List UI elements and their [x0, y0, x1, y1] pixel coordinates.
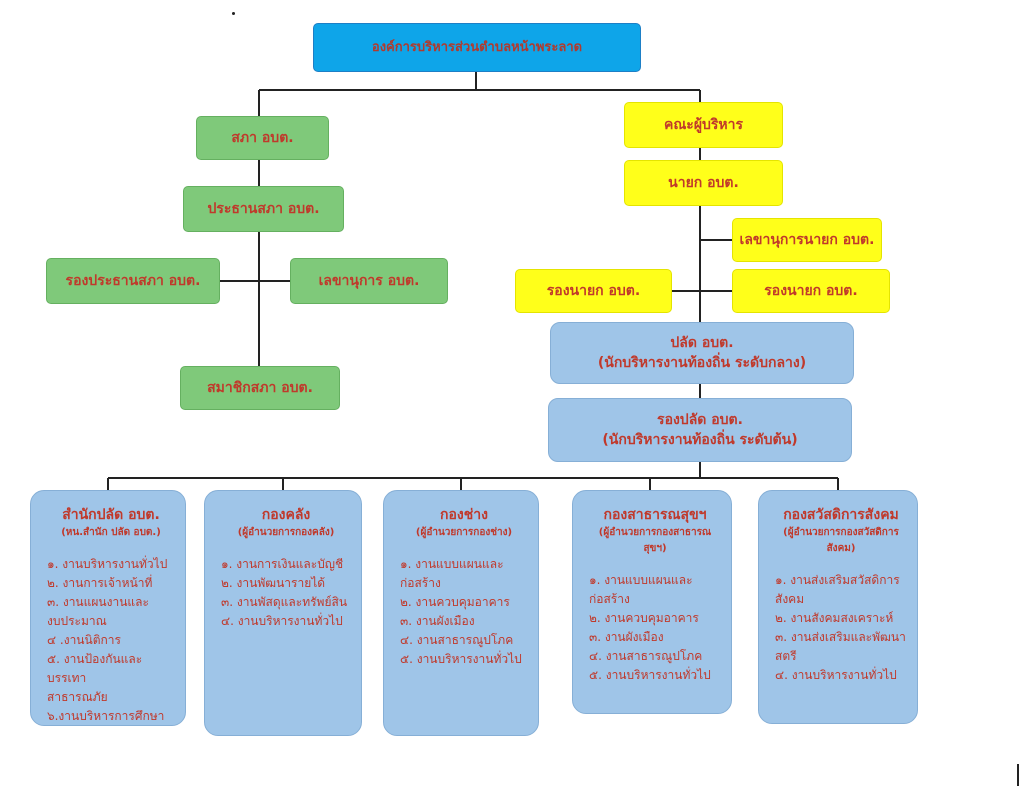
council-members-box: สมาชิกสภา อบต. — [180, 366, 340, 410]
deputy-mayor-right-box: รองนายก อบต. — [732, 269, 890, 313]
dept-item: งบประมาณ — [47, 614, 107, 628]
dept-item: ๕. งานป้องกันและบรรเทา — [47, 652, 143, 685]
dept-item: ๔. งานสาธารณูปโภค — [400, 633, 514, 647]
executive-board-label: คณะผู้บริหาร — [663, 117, 744, 133]
dept-item: ๒. งานควบคุมอาคาร — [589, 611, 699, 625]
dept-item: ๓. งานพัสดุและทรัพย์สิน — [221, 595, 348, 609]
dept-finance: กองคลัง (ผู้อำนวยการกองคลัง) ๑. งานการเง… — [204, 490, 362, 736]
rong-palat-subtitle: (นักบริหารงานท้องถิ่น ระดับต้น) — [602, 432, 798, 448]
dept-subtitle: (ผู้อำนวยการกองสาธารณสุขฯ) — [598, 527, 712, 554]
dept-title: กองช่าง — [440, 507, 488, 523]
dept-item: ๒. งานควบคุมอาคาร — [400, 595, 510, 609]
top-organization-title: องค์การบริหารส่วนตำบลหน้าพระลาด — [371, 39, 583, 55]
dept-title: สำนักปลัด อบต. — [62, 507, 160, 523]
council-secretary-box: เลขานุการ อบต. — [290, 258, 448, 304]
dept-item: ๔. งานบริหารงานทั่วไป — [775, 668, 897, 682]
council-vice-president-label: รองประธานสภา อบต. — [65, 273, 201, 289]
dept-item: สังคม — [775, 592, 805, 606]
mayor-secretary-box: เลขานุการนายก อบต. — [732, 218, 882, 262]
dept-item: ๑. งานบริหารงานทั่วไป — [47, 557, 168, 571]
deputy-mayor-left-box: รองนายก อบต. — [515, 269, 672, 313]
dept-item: ๒. งานสังคมสงเคราะห์ — [775, 611, 894, 625]
dept-public-health: กองสาธารณสุขฯ (ผู้อำนวยการกองสาธารณสุขฯ)… — [572, 490, 732, 714]
mayor-secretary-label: เลขานุการนายก อบต. — [739, 232, 875, 248]
dept-item: ๔. งานบริหารงานทั่วไป — [221, 614, 343, 628]
mayor-label: นายก อบต. — [668, 175, 739, 191]
deputy-mayor-left-label: รองนายก อบต. — [546, 283, 641, 299]
executive-board-box: คณะผู้บริหาร — [624, 102, 783, 148]
council-vice-president-box: รองประธานสภา อบต. — [46, 258, 220, 304]
dept-item: ก่อสร้าง — [589, 592, 630, 606]
dept-item: ๑. งานแบบแผนและ — [589, 573, 693, 587]
deputy-mayor-right-label: รองนายก อบต. — [764, 283, 858, 299]
dept-title: กองสาธารณสุขฯ — [603, 507, 707, 523]
dept-item: ๒. งานพัฒนารายได้ — [221, 576, 326, 590]
council-secretary-label: เลขานุการ อบต. — [318, 273, 420, 289]
dept-item: ๔ .งานนิติการ — [47, 633, 121, 647]
dept-title: กองคลัง — [261, 507, 311, 523]
council-president-label: ประธานสภา อบต. — [207, 201, 320, 217]
sapha-box: สภา อบต. — [196, 116, 329, 160]
dept-item: ๓. งานแผนงานและ — [47, 595, 149, 609]
dept-item: ๑. งานแบบแผนและ — [400, 557, 504, 571]
dept-item: ๓. งานผังเมือง — [589, 630, 664, 644]
dept-item: ๒. งานการเจ้าหน้าที่ — [47, 576, 153, 590]
dept-item: ๑. งานส่งเสริมสวัสดิการ — [775, 573, 900, 587]
sapha-label: สภา อบต. — [231, 130, 294, 146]
dept-office-of-palat: สำนักปลัด อบต. (หน.สำนัก ปลัด อบต.) ๑. ง… — [30, 490, 186, 726]
palat-title: ปลัด อบต. — [670, 335, 734, 351]
dept-item: ๓. งานผังเมือง — [400, 614, 475, 628]
dept-item: ๕. งานบริหารงานทั่วไป — [589, 668, 711, 682]
rong-palat-box: รองปลัด อบต. (นักบริหารงานท้องถิ่น ระดับ… — [548, 398, 852, 462]
palat-box: ปลัด อบต. (นักบริหารงานท้องถิ่น ระดับกลา… — [550, 322, 854, 384]
dept-subtitle: (หน.สำนัก ปลัด อบต.) — [61, 527, 161, 538]
dept-subtitle: (ผู้อำนวยการกองคลัง) — [237, 527, 335, 538]
dept-social-welfare: กองสวัสดิการสังคม (ผู้อำนวยการกองสวัสดิก… — [758, 490, 918, 724]
palat-subtitle: (นักบริหารงานท้องถิ่น ระดับกลาง) — [597, 355, 807, 371]
dept-item: ๖.งานบริหารการศึกษา — [47, 709, 165, 723]
dept-subtitle: (ผู้อำนวยการกองสวัสดิการสังคม) — [783, 527, 899, 554]
dept-title: กองสวัสดิการสังคม — [783, 507, 899, 523]
scan-speck — [232, 12, 235, 15]
dept-item: ๔. งานสาธารณูปโภค — [589, 649, 703, 663]
council-president-box: ประธานสภา อบต. — [183, 186, 344, 232]
mayor-box: นายก อบต. — [624, 160, 783, 206]
dept-item: ๕. งานบริหารงานทั่วไป — [400, 652, 522, 666]
dept-subtitle: (ผู้อำนวยการกองช่าง) — [415, 527, 513, 538]
dept-item: ก่อสร้าง — [400, 576, 441, 590]
dept-item: ๓. งานส่งเสริมและพัฒนา — [775, 630, 906, 644]
scan-edge-mark — [1017, 764, 1019, 786]
dept-item: สาธารณภัย — [47, 690, 108, 704]
rong-palat-title: รองปลัด อบต. — [657, 412, 743, 428]
top-organization-box: องค์การบริหารส่วนตำบลหน้าพระลาด — [313, 23, 641, 72]
dept-engineering: กองช่าง (ผู้อำนวยการกองช่าง) ๑. งานแบบแผ… — [383, 490, 539, 736]
dept-item: ๑. งานการเงินและบัญชี — [221, 557, 344, 571]
dept-item: สตรี — [775, 649, 797, 663]
council-members-label: สมาชิกสภา อบต. — [207, 380, 313, 396]
